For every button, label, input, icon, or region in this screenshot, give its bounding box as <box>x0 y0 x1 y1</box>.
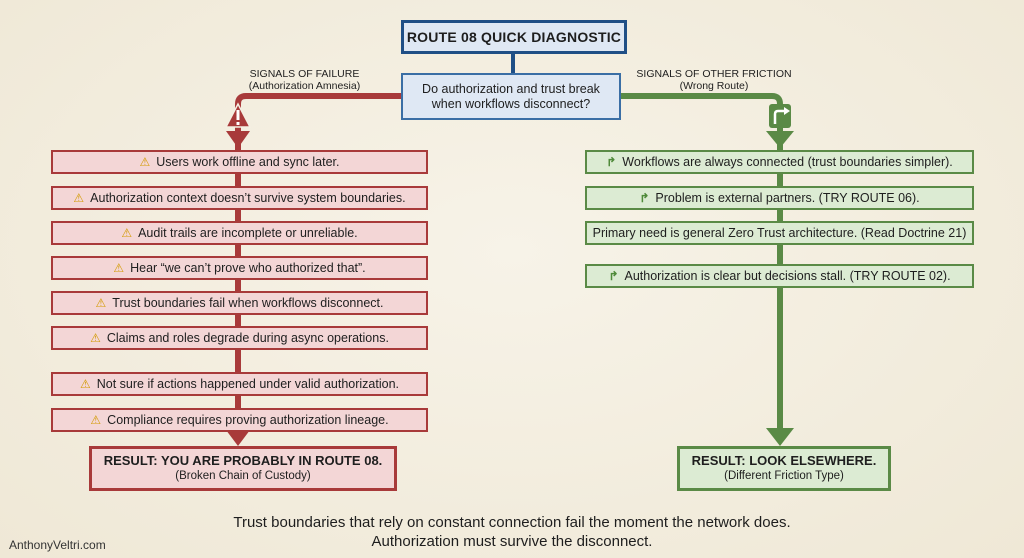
other-friction-label: SIGNALS OF OTHER FRICTION (Wrong Route) <box>636 68 792 92</box>
warning-icon: ⚠ <box>79 377 91 391</box>
other-friction-item: ↱ Authorization is clear but decisions s… <box>585 264 974 288</box>
redirect-arrow-icon: ↱ <box>608 269 619 283</box>
redirect-arrow-icon: ↱ <box>639 191 650 205</box>
failure-signal-item: ⚠ Users work offline and sync later. <box>51 150 428 174</box>
warning-icon: ⚠ <box>113 261 125 275</box>
result-look-elsewhere: RESULT: LOOK ELSEWHERE. (Different Frict… <box>677 446 891 491</box>
failure-signal-item: ⚠ Audit trails are incomplete or unrelia… <box>51 221 428 245</box>
warning-icon: ⚠ <box>95 296 107 310</box>
failure-signal-item: ⚠ Compliance requires proving authorizat… <box>51 408 428 432</box>
warning-icon: ⚠ <box>139 155 151 169</box>
question-line-1: Do authorization and trust break <box>422 81 600 96</box>
other-friction-item: Primary need is general Zero Trust archi… <box>585 221 974 245</box>
failure-signal-item: ⚠ Authorization context doesn’t survive … <box>51 186 428 210</box>
credit-link[interactable]: AnthonyVeltri.com <box>9 538 106 552</box>
failure-signals-label: SIGNALS OF FAILURE (Authorization Amnesi… <box>248 68 361 92</box>
other-friction-item: ↱ Problem is external partners. (TRY ROU… <box>585 186 974 210</box>
question-line-2: when workflows disconnect? <box>431 96 591 111</box>
failure-signal-item: ⚠ Not sure if actions happened under val… <box>51 372 428 396</box>
warning-icon: ⚠ <box>121 226 133 240</box>
redirect-arrow-icon <box>769 104 791 128</box>
warning-icon: ⚠ <box>90 413 102 427</box>
warning-icon: ⚠ <box>90 331 101 345</box>
diagnostic-question: Do authorization and trust break when wo… <box>401 73 621 120</box>
failure-signal-item: ⚠ Trust boundaries fail when workflows d… <box>51 291 428 315</box>
result-route-08: RESULT: YOU ARE PROBABLY IN ROUTE 08. (B… <box>89 446 397 491</box>
failure-signal-item: ⚠ Hear “we can’t prove who authorized th… <box>51 256 428 280</box>
warning-icon: ⚠ <box>73 191 85 205</box>
redirect-arrow-icon: ↱ <box>606 155 617 169</box>
page-title: ROUTE 08 QUICK DIAGNOSTIC <box>401 20 627 54</box>
footer-quote: Trust boundaries that rely on constant c… <box>233 514 791 550</box>
failure-signal-item: ⚠ Claims and roles degrade during async … <box>51 326 428 350</box>
warning-triangle-icon <box>224 102 252 128</box>
other-friction-item: ↱ Workflows are always connected (trust … <box>585 150 974 174</box>
